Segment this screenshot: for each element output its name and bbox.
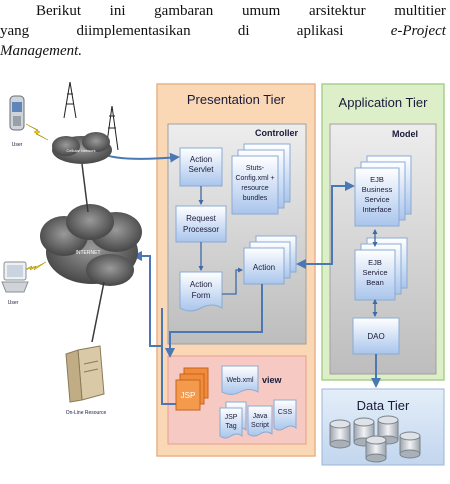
- action-form-line: Action: [190, 280, 212, 289]
- ejb-business-line: Service: [364, 195, 389, 204]
- ejb-service-bean-line: Service: [362, 268, 387, 277]
- action-form-box: Action Form: [179, 271, 223, 312]
- intro-word: umum: [241, 3, 281, 19]
- intro-word: yang: [0, 23, 30, 39]
- cloud-links: [81, 163, 105, 343]
- ejb-business-line: Business: [362, 185, 393, 194]
- online-resource-label: On-Line Resource: [66, 410, 107, 416]
- jsp-label: JSP: [181, 391, 196, 400]
- action-stack: Action: [243, 235, 297, 285]
- struts-config-line: bundles: [243, 195, 268, 202]
- database-cylinders: [329, 415, 421, 463]
- view-label: view: [262, 375, 283, 385]
- server-icon: On-Line Resource: [65, 345, 107, 416]
- cellular-network-cloud: Cellular Network: [52, 132, 112, 164]
- presentation-tier-title: Presentation Tier: [187, 92, 286, 107]
- intro-word: ini: [109, 3, 126, 19]
- intro-word: arsitektur: [308, 3, 366, 19]
- action-servlet-line: Action: [190, 155, 212, 164]
- controller-label: Controller: [255, 128, 298, 138]
- jsp-tag-doc: JSP Tag: [219, 401, 247, 439]
- main-connectors: [95, 149, 381, 405]
- ejb-service-bean-line: EJB: [368, 258, 382, 267]
- application-tier-title: Application Tier: [339, 95, 429, 110]
- action-form-line: Form: [192, 291, 211, 300]
- user-label: User: [8, 300, 19, 306]
- intro-line-1: Berikut ini gambaran umum arsitektur mul…: [36, 2, 446, 21]
- struts-config-line: Stuts-: [246, 165, 265, 172]
- jsp-tag-line: Tag: [225, 423, 236, 430]
- intro-line-3: Management.: [0, 42, 82, 61]
- request-processor-line: Request: [186, 214, 217, 223]
- intro-word: diimplementasikan: [76, 23, 191, 39]
- struts-config-line: resource: [241, 185, 268, 192]
- controller-flow-arrows: [198, 186, 244, 295]
- internet-label: INTERNET: [76, 250, 101, 256]
- javascript-doc: Java Script: [247, 405, 273, 437]
- css-doc: CSS: [273, 399, 297, 431]
- javascript-line: Script: [251, 422, 269, 429]
- intro-word-italic: Management.: [0, 43, 83, 59]
- ejb-service-bean-stack: EJB Service Bean: [354, 237, 408, 301]
- model-label: Model: [392, 129, 418, 139]
- jsp-tag-line: JSP: [225, 414, 238, 421]
- laptop-icon: User: [1, 261, 29, 306]
- request-processor-line: Processor: [183, 225, 219, 234]
- wireless-signal-icon: [19, 123, 49, 273]
- mobile-phone-icon: User: [9, 95, 25, 148]
- struts-config-stack: Stuts- Config.xml + resource bundles: [231, 143, 291, 215]
- intro-word: Berikut: [36, 3, 81, 19]
- data-tier-title: Data Tier: [357, 398, 410, 413]
- dao-label: DAO: [367, 332, 384, 341]
- intro-line-2: yang diimplementasikan di aplikasi e-Pro…: [0, 22, 446, 41]
- cellular-network-label: Cellular Network: [66, 148, 95, 153]
- ejb-service-bean-line: Bean: [366, 278, 384, 287]
- web-xml-label: Web.xml: [226, 377, 254, 384]
- ejb-business-line: EJB: [370, 175, 384, 184]
- web-xml-doc: Web.xml: [221, 365, 259, 395]
- ejb-business-line: Interface: [362, 205, 391, 214]
- intro-word-italic: e-Project: [390, 23, 446, 39]
- javascript-line: Java: [253, 413, 268, 420]
- action-servlet-line: Servlet: [189, 165, 215, 174]
- jsp-pages-icon: JSP: [175, 367, 209, 411]
- struts-config-line: Config.xml +: [235, 175, 274, 182]
- dao-box: DAO: [352, 317, 400, 355]
- intro-word: di: [237, 23, 250, 39]
- request-processor-box: Request Processor: [175, 205, 227, 243]
- intro-word: multitier: [394, 3, 446, 19]
- user-label: User: [12, 142, 23, 148]
- action-servlet-box: Action Servlet: [179, 147, 223, 187]
- internet-cloud: INTERNET: [40, 204, 142, 286]
- action-label: Action: [253, 263, 275, 272]
- intro-word: aplikasi: [296, 23, 344, 39]
- ejb-business-interface-stack: EJB Business Service Interface: [354, 155, 412, 227]
- intro-word: gambaran: [154, 3, 214, 19]
- cellular-tower-icon: [63, 81, 119, 151]
- css-label: CSS: [278, 409, 293, 416]
